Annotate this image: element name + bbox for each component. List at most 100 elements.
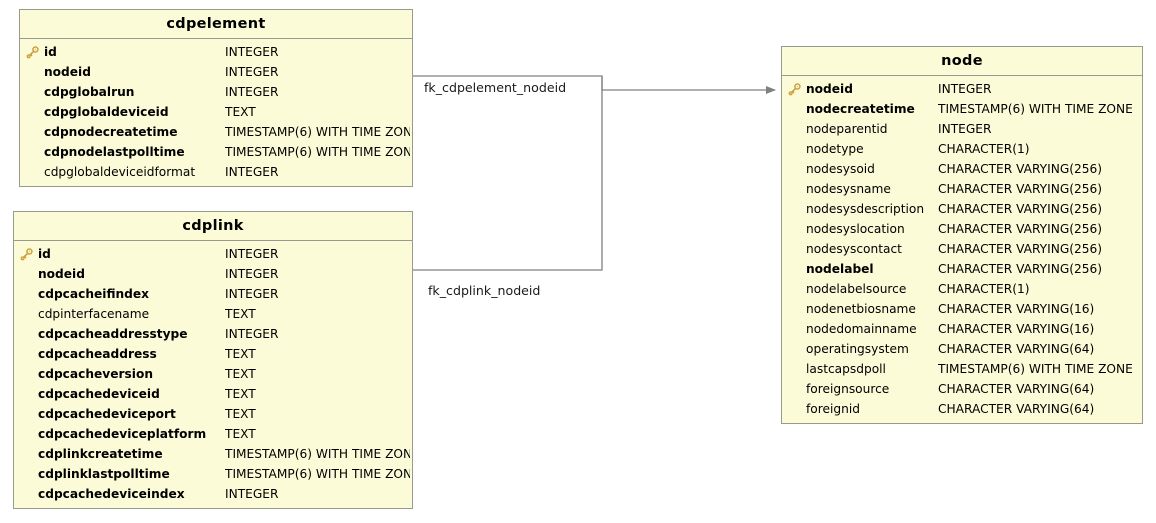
column-name: nodesysdescription [806,202,925,216]
column-type: TEXT [225,347,256,361]
column-name: cdpcachedeviceindex [38,487,185,501]
column-type: TIMESTAMP(6) WITH TIME ZONE [225,125,410,139]
column-name: cdpcachedeviceport [38,407,176,421]
column-name: cdplinkcreatetime [38,447,163,461]
column-name: cdpnodelastpolltime [44,145,185,159]
column-type: CHARACTER(1) [938,282,1030,296]
column-row: cdpglobalrun INTEGER [20,82,412,102]
entity-title-node: node [782,47,1142,76]
column-type: CHARACTER VARYING(16) [938,322,1095,336]
column-name: cdplinklastpolltime [38,467,170,481]
entity-title-cdplink: cdplink [14,212,412,241]
column-name: cdpglobaldeviceidformat [44,165,196,179]
column-name: nodesyslocation [806,222,905,236]
column-name: nodeid [806,82,853,96]
column-type: TEXT [225,387,256,401]
column-type: INTEGER [225,165,279,179]
column-row: nodeid INTEGER [14,264,412,284]
primary-key-icon [14,247,38,261]
column-type: CHARACTER VARYING(256) [938,242,1103,256]
column-name: lastcapsdpoll [806,362,886,376]
primary-key-icon [20,45,44,59]
column-type: TEXT [225,307,256,321]
column-type: CHARACTER VARYING(16) [938,302,1095,316]
column-row: cdpcachedeviceplatform TEXT [14,424,412,444]
column-type: INTEGER [225,65,279,79]
column-name: foreignsource [806,382,890,396]
column-name: nodelabelsource [806,282,907,296]
column-name: cdpcacheaddresstype [38,327,188,341]
column-name: cdpglobalrun [44,85,135,99]
column-type: INTEGER [225,85,279,99]
column-type: CHARACTER VARYING(256) [938,182,1103,196]
column-type: CHARACTER VARYING(256) [938,162,1103,176]
column-row: lastcapsdpoll TIMESTAMP(6) WITH TIME ZONE [782,359,1142,379]
column-row: foreignid CHARACTER VARYING(64) [782,399,1142,419]
connector-fk-cdplink-nodeid [413,76,603,271]
column-row: cdpnodelastpolltime TIMESTAMP(6) WITH TIM… [20,142,412,162]
column-type: INTEGER [938,82,992,96]
column-name: cdpcacheifindex [38,287,150,301]
column-row: nodeid INTEGER [782,79,1142,99]
column-name: nodedomainname [806,322,917,336]
column-type: INTEGER [225,267,279,281]
column-name: cdpcachedeviceplatform [38,427,207,441]
entity-title-cdpelement: cdpelement [20,10,412,39]
column-type: CHARACTER(1) [938,142,1030,156]
column-type: TIMESTAMP(6) WITH TIME ZONE [938,362,1133,376]
column-name: nodetype [806,142,864,156]
column-row: nodesyscontact CHARACTER VARYING(256) [782,239,1142,259]
column-row: cdpcacheaddress TEXT [14,344,412,364]
column-row: nodedomainname CHARACTER VARYING(16) [782,319,1142,339]
column-name: foreignid [806,402,860,416]
column-type: CHARACTER VARYING(64) [938,402,1095,416]
column-name: id [44,45,57,59]
column-name: cdpcacheaddress [38,347,157,361]
column-row: cdpcacheifindex INTEGER [14,284,412,304]
column-type: INTEGER [225,487,279,501]
column-type: INTEGER [225,287,279,301]
column-name: nodeid [38,267,85,281]
relationship-label-fk-cdplink-nodeid: fk_cdplink_nodeid [428,283,541,298]
column-type: CHARACTER VARYING(256) [938,202,1103,216]
column-type: TEXT [225,427,256,441]
column-name: nodesysoid [806,162,875,176]
column-row: cdpglobaldeviceidformat INTEGER [20,162,412,182]
column-type: CHARACTER VARYING(64) [938,342,1095,356]
column-type: TIMESTAMP(6) WITH TIME ZONE [225,145,410,159]
column-name: cdpglobaldeviceid [44,105,169,119]
column-name: operatingsystem [806,342,909,356]
primary-key-icon [782,82,806,96]
column-name: nodeparentid [806,122,888,136]
column-type: INTEGER [225,45,279,59]
column-name: nodesyscontact [806,242,902,256]
column-name: id [38,247,51,261]
relationship-label-fk-cdpelement-nodeid: fk_cdpelement_nodeid [424,80,567,95]
column-row: nodesysname CHARACTER VARYING(256) [782,179,1142,199]
column-row: nodesysoid CHARACTER VARYING(256) [782,159,1142,179]
column-row: nodeparentid INTEGER [782,119,1142,139]
column-row: operatingsystem CHARACTER VARYING(64) [782,339,1142,359]
column-name: nodesysname [806,182,891,196]
column-type: CHARACTER VARYING(256) [938,262,1103,276]
column-type: INTEGER [938,122,992,136]
